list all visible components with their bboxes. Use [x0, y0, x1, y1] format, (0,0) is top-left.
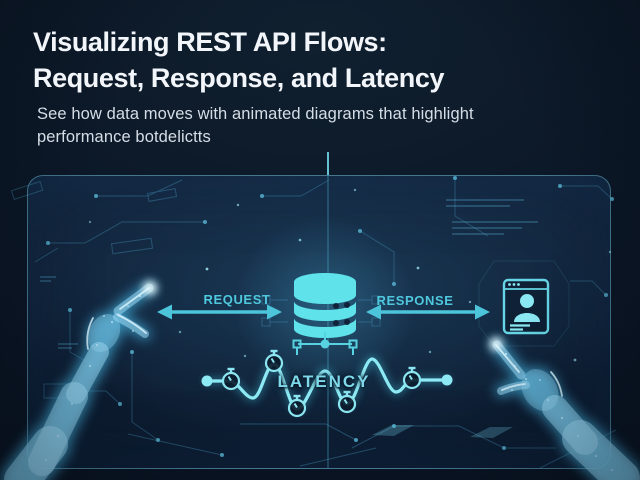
wave-endpoint-left: [201, 375, 213, 387]
response-label: RESPONSE: [376, 293, 454, 308]
browser-user-card-icon: [502, 278, 550, 335]
window-dots: [508, 283, 520, 286]
page-subtitle: See how data moves with animated diagram…: [37, 103, 474, 148]
database-connector: [292, 332, 358, 355]
stopwatch-icon: [337, 390, 357, 414]
text-lines: [510, 324, 530, 331]
subtitle-line-2: performance botdelictts: [37, 127, 211, 146]
subtitle-line-1: See how data moves with animated diagram…: [37, 105, 474, 123]
title-line-2: Request, Response, and Latency: [33, 63, 445, 93]
pointing-hand-right-icon: [489, 337, 640, 480]
stopwatch-icon: [287, 394, 307, 418]
pointing-hand-left-icon: [1, 281, 157, 480]
hand-particles: [505, 353, 613, 471]
request-arrow: [157, 304, 282, 320]
latency-wave-line: [201, 355, 453, 413]
database-icon: [294, 273, 356, 338]
stopwatch-icon: [264, 349, 284, 373]
stopwatch-icons: [221, 349, 422, 418]
latency-label: LATENCY: [277, 372, 371, 391]
hand-particles: [45, 295, 141, 461]
database-glow: [235, 215, 415, 395]
stopwatch-icon: [402, 366, 422, 390]
stopwatch-icon: [221, 367, 241, 391]
request-label: REQUEST: [203, 292, 271, 307]
title-line-1: Visualizing REST API Flows:: [33, 27, 387, 57]
user-silhouette-icon: [514, 294, 540, 322]
page-title: Visualizing REST API Flows: Request, Resp…: [33, 24, 445, 96]
wave-endpoint-right: [441, 374, 453, 386]
response-arrow: [366, 304, 490, 320]
